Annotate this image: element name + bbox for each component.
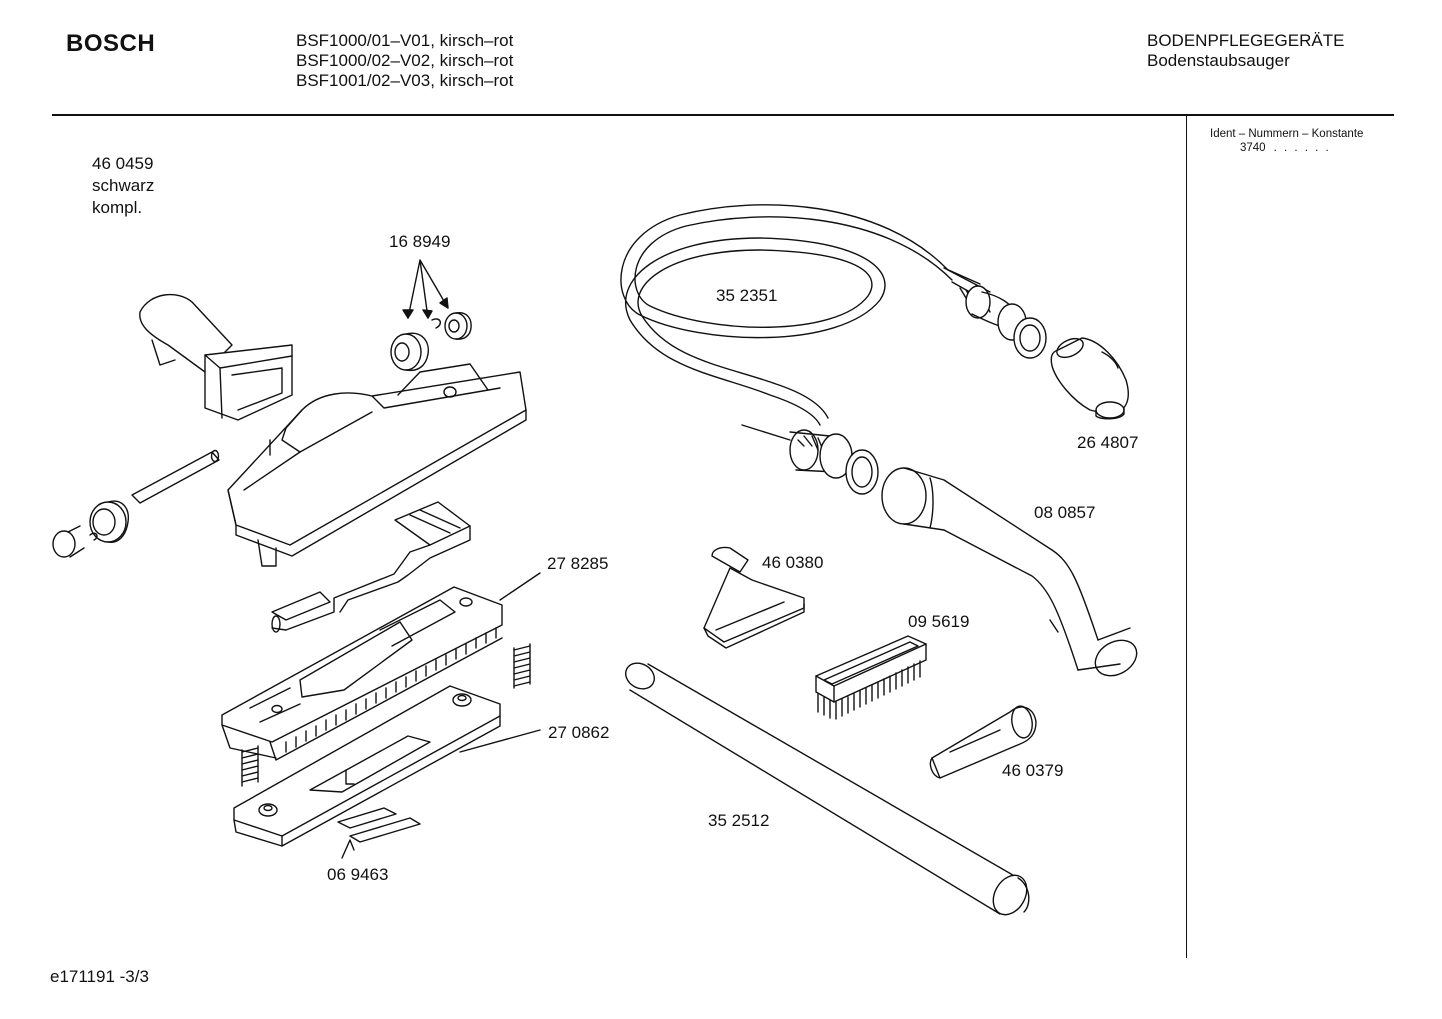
category-subtitle: Bodenstaubsauger: [1147, 51, 1290, 70]
model-line: BSF1001/02–V03, kirsch–rot: [296, 71, 514, 90]
part-label-069463: 06 9463: [327, 865, 389, 884]
extension-tube: [621, 658, 1033, 921]
ident-dots: . . . . . .: [1273, 142, 1331, 154]
assembly-complete: kompl.: [92, 198, 143, 217]
assembly-color: schwarz: [92, 176, 155, 195]
handle-tube: [882, 468, 1143, 683]
part-label-095619: 09 5619: [908, 612, 970, 631]
leader-278285: [500, 573, 540, 600]
ident-code: 3740: [1240, 142, 1266, 154]
part-label-352512: 35 2512: [708, 811, 770, 830]
category-block: BODENPFLEGEGERÄTE Bodenstaubsauger: [1147, 31, 1344, 71]
part-label-080857: 08 0857: [1034, 503, 1096, 522]
model-line: BSF1000/01–V01, kirsch–rot: [296, 31, 514, 50]
elbow-connector: [1051, 335, 1128, 419]
model-list: BSF1000/01–V01, kirsch–rot BSF1000/02–V0…: [296, 31, 513, 91]
part-label-270862: 27 0862: [548, 723, 610, 742]
axle-rod: [132, 451, 219, 504]
sidebar-divider: [1186, 116, 1187, 958]
part-label-168949: 16 8949: [389, 232, 451, 251]
model-line: BSF1000/02–V02, kirsch–rot: [296, 51, 514, 70]
leader-168949: [408, 260, 448, 318]
document-id: e171191 -3/3: [50, 967, 149, 986]
ident-title: Ident – Nummern – Konstante: [1210, 128, 1364, 140]
assembly-number: 46 0459: [92, 154, 154, 173]
part-label-352351: 35 2351: [716, 286, 778, 305]
ident-block: Ident – Nummern – Konstante 3740 . . . . …: [1210, 127, 1363, 155]
upholstery-nozzle: [704, 547, 804, 648]
lever-pedal: [272, 502, 470, 632]
wheel-pair: [391, 313, 471, 371]
spring-left: [242, 746, 258, 786]
hose: [621, 205, 1046, 494]
leader-270862: [460, 730, 540, 752]
part-label-460380: 46 0380: [762, 553, 824, 572]
assembly-note: 46 0459 schwarz kompl.: [92, 153, 154, 219]
part-label-460379: 46 0379: [1002, 761, 1064, 780]
base-plate: [222, 587, 502, 760]
leader-069463: [342, 840, 354, 858]
nozzle-adapter: [140, 295, 292, 420]
sole-plate: [234, 686, 500, 846]
part-label-264807: 26 4807: [1077, 433, 1139, 452]
left-wheel: [53, 501, 128, 557]
ident-code-row: 3740 . . . . . .: [1210, 141, 1363, 155]
header-divider: [52, 114, 1394, 116]
dusting-brush: [816, 636, 926, 719]
part-label-278285: 27 8285: [547, 554, 609, 573]
spring-right: [514, 644, 530, 688]
brand-logo: BOSCH: [66, 30, 156, 57]
crevice-nozzle: [930, 705, 1036, 778]
category-title: BODENPFLEGEGERÄTE: [1147, 31, 1345, 50]
leader-arrowheads: [403, 298, 448, 318]
felt-strips: [338, 808, 420, 842]
floor-nozzle-housing: [228, 364, 526, 566]
